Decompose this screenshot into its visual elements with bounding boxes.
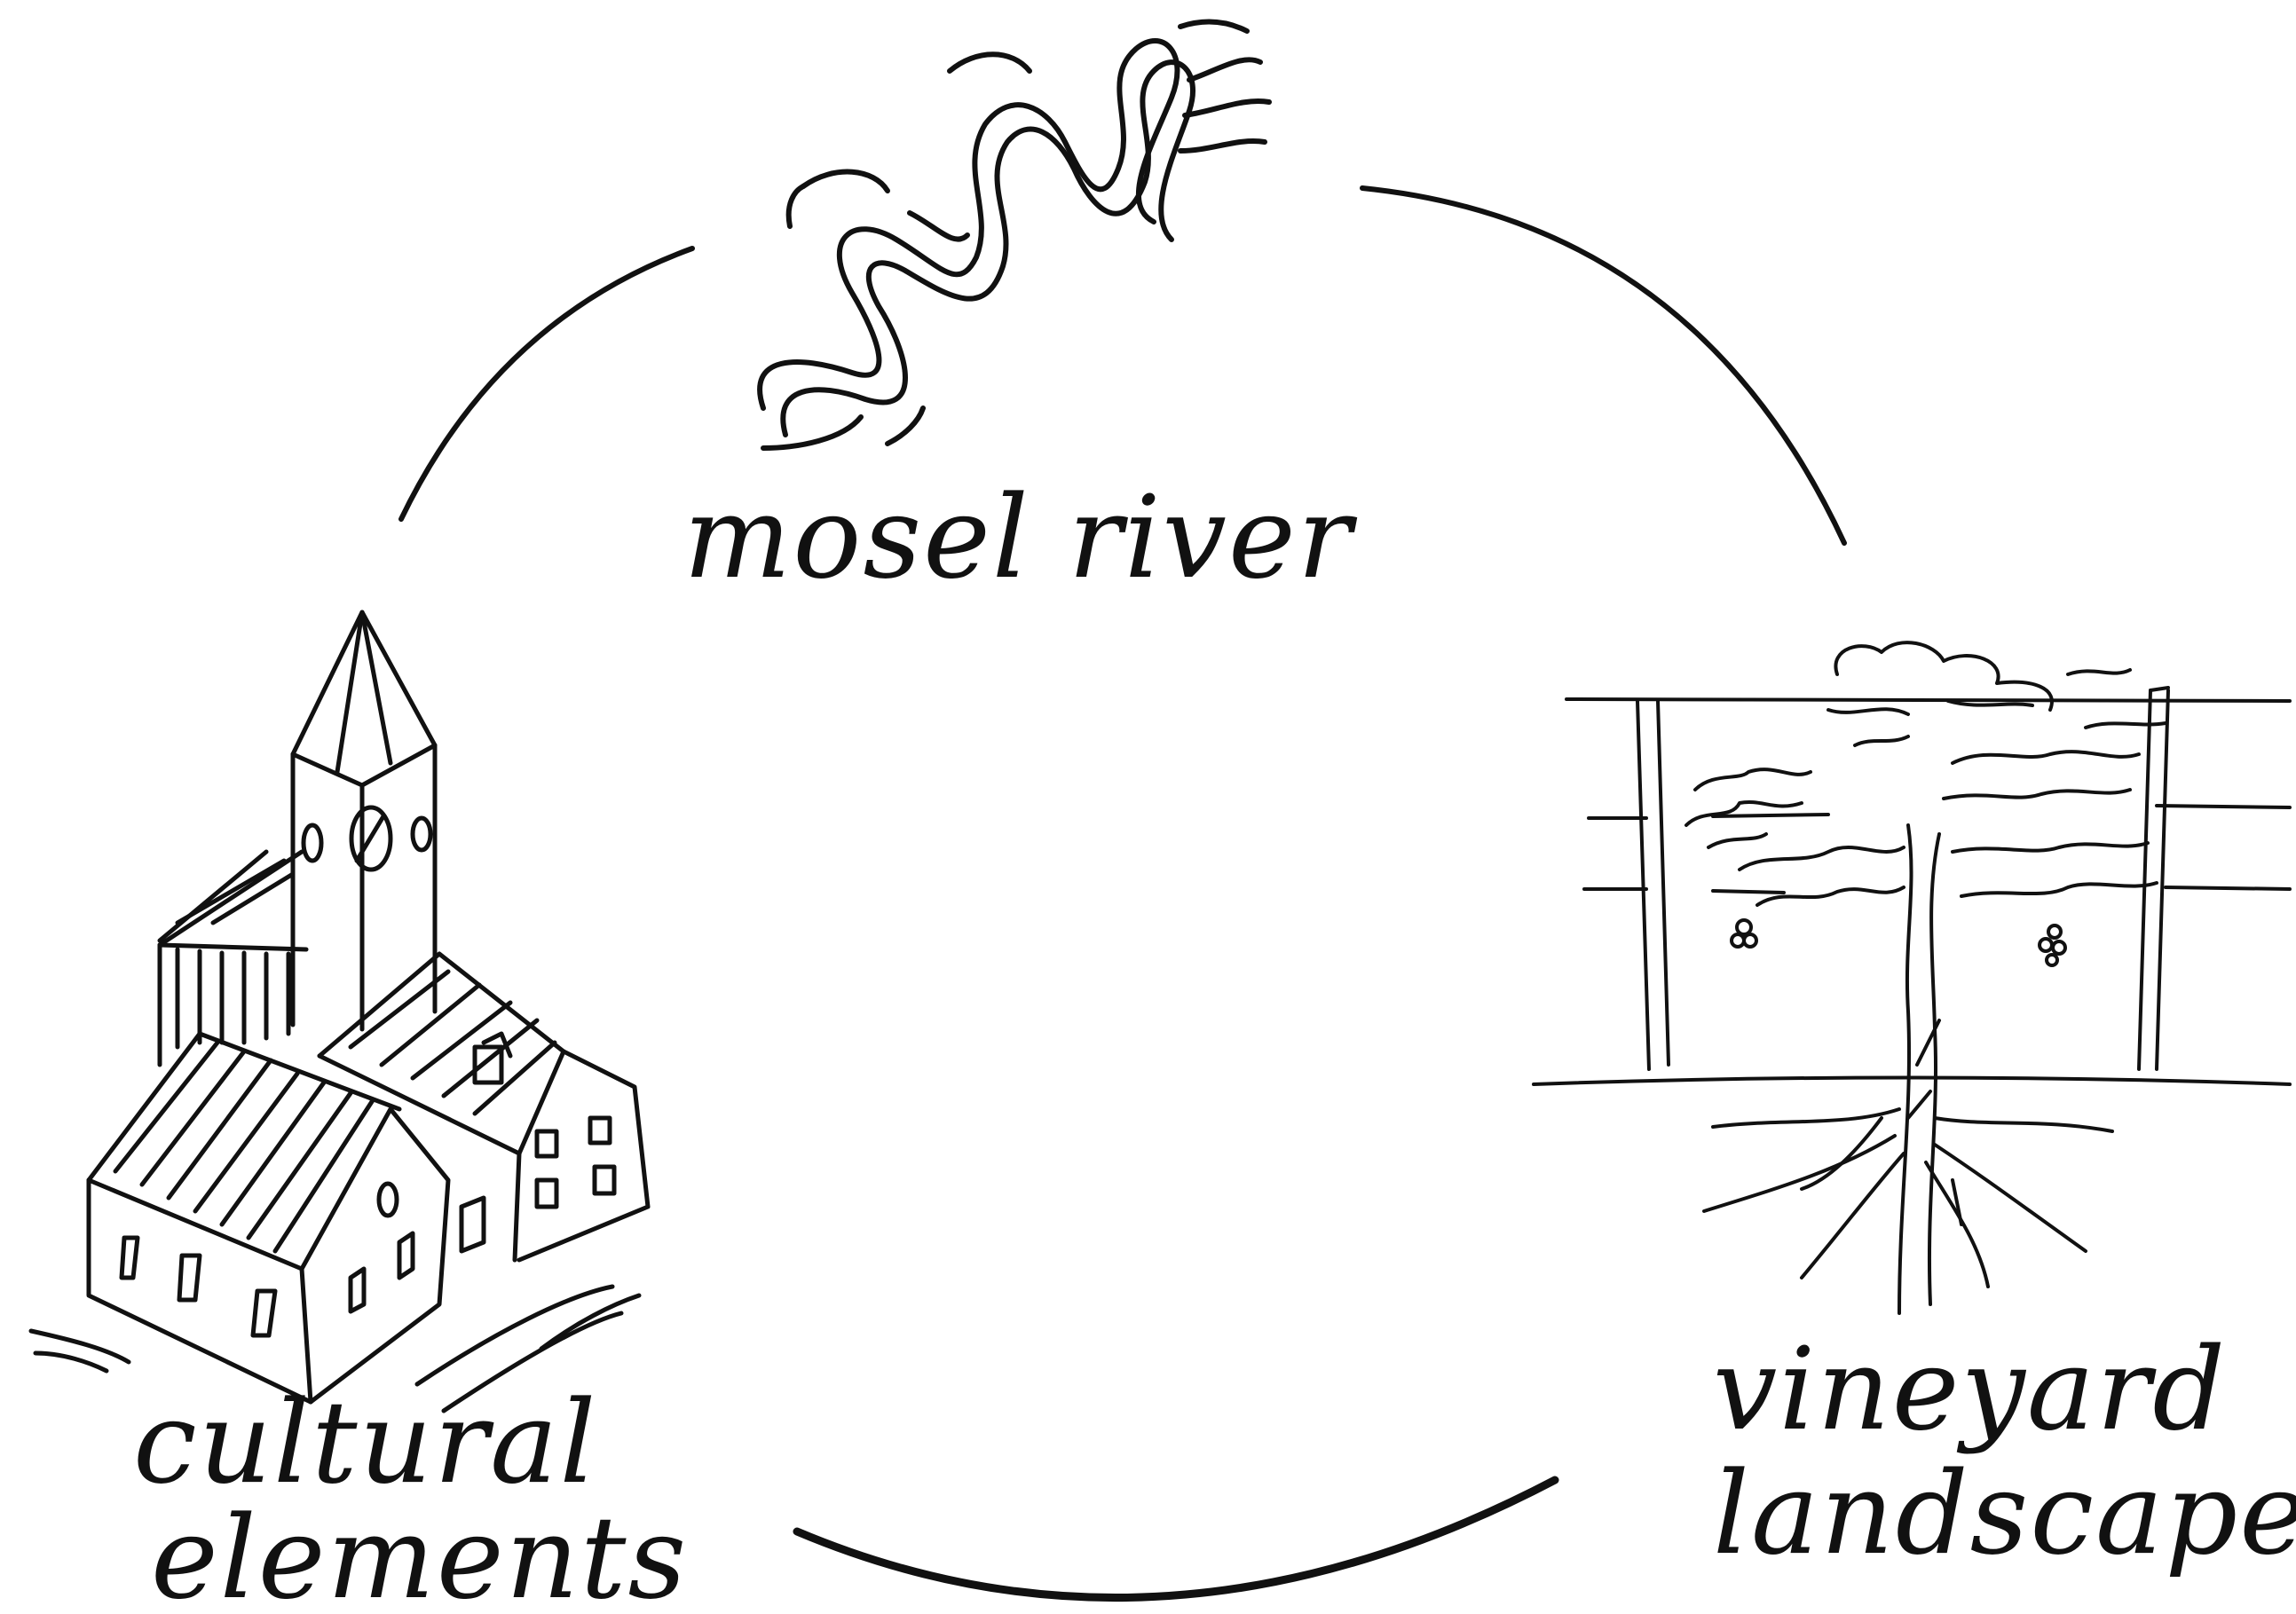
cycle-arcs [401,188,1844,1598]
cultural-label-line1: cultural [133,1377,597,1509]
vineyard-label-line2: landscape [1713,1448,2296,1580]
cultural-label-line2: elements [151,1492,688,1614]
village-church-icon [31,612,648,1411]
node-mosel-river: mosel river [683,472,1358,604]
node-vineyard-landscape: vineyard landscape [1713,1324,2296,1580]
grapevine-icon [1534,642,2290,1313]
arc-vineyard-to-culture [797,1480,1555,1598]
node-cultural-elements: cultural elements [133,1377,688,1614]
arc-river-to-vineyard [1362,188,1844,543]
mosel-river-label: mosel river [683,472,1358,604]
vineyard-label-line1: vineyard [1713,1324,2227,1456]
arc-culture-to-river [401,248,692,519]
meandering-river-icon [760,22,1269,448]
